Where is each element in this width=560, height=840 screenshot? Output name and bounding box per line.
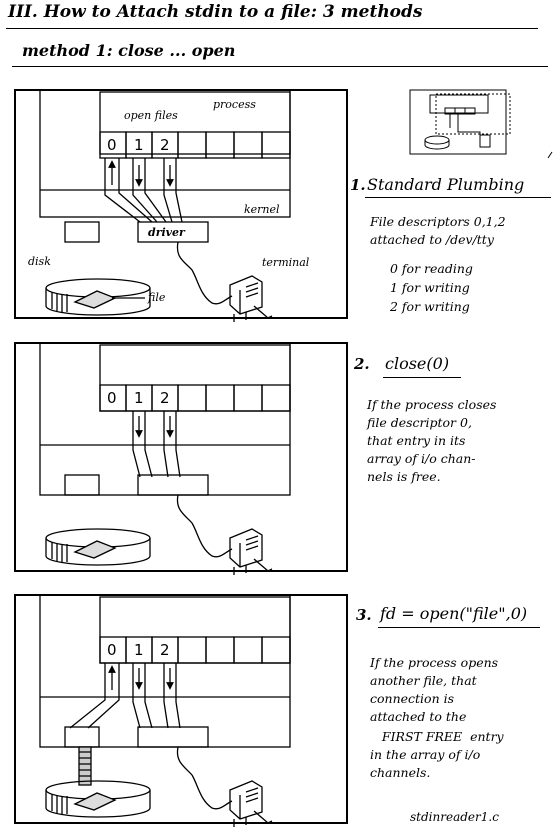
step-title-rule xyxy=(378,627,540,628)
step-description-line: File descriptors 0,1,2 xyxy=(370,214,506,229)
step-description-line: another file, that xyxy=(370,673,477,688)
terminal-icon xyxy=(229,275,273,322)
step-description-line: 1 for writing xyxy=(390,280,470,295)
terminal-icon xyxy=(229,780,273,827)
method-rule xyxy=(12,66,548,67)
open-files-label: open files xyxy=(124,109,178,122)
thumbnail-icon xyxy=(409,89,553,159)
fd-label-0: 0 xyxy=(107,641,117,659)
step-description-line: 2 for writing xyxy=(390,299,470,314)
step-title: close(0) xyxy=(385,354,450,373)
step-number: 2. xyxy=(354,355,370,373)
terminal-icon xyxy=(229,528,273,575)
step-description-line: If the process opens xyxy=(370,655,499,670)
fd-label-0: 0 xyxy=(107,136,117,154)
terminal-label: terminal xyxy=(262,256,310,269)
step-description-line: attached to /dev/tty xyxy=(370,232,494,247)
disk-icon xyxy=(45,780,151,818)
fd-label-0: 0 xyxy=(107,389,117,407)
step-title-rule xyxy=(383,377,461,378)
driver-label: driver xyxy=(148,226,185,239)
fd-label-1: 1 xyxy=(134,641,144,659)
step-title: Standard Plumbing xyxy=(367,175,525,194)
footer-filename: stdinreader1.c xyxy=(410,810,499,824)
fd-label-1: 1 xyxy=(134,136,144,154)
step-description-line: 0 for reading xyxy=(390,261,473,276)
step-description-line: in the array of i/o xyxy=(370,747,481,762)
disk-label: disk xyxy=(28,255,51,268)
step-number: 3. xyxy=(356,606,372,624)
fd-label-2: 2 xyxy=(160,389,170,407)
fd-label-2: 2 xyxy=(160,641,170,659)
disk-icon xyxy=(45,278,151,316)
process-label: process xyxy=(213,98,256,111)
disk-icon xyxy=(45,528,151,566)
step-description-line: channels. xyxy=(370,765,431,780)
method-heading: method 1: close ... open xyxy=(22,41,236,60)
step-description-line: file descriptor 0, xyxy=(367,415,472,430)
page-title: III. How to Attach stdin to a file: 3 me… xyxy=(8,2,423,22)
step-number: 1. xyxy=(350,176,366,194)
process-box xyxy=(99,91,291,155)
step-description-line: FIRST FREE entry xyxy=(370,729,504,744)
step-description-line: If the process closes xyxy=(367,397,497,412)
step-description-line: that entry in its xyxy=(367,433,466,448)
panel-close xyxy=(14,342,348,575)
panel-open xyxy=(14,594,348,827)
step-description-line: nels is free. xyxy=(367,469,441,484)
step-title: fd = open("file",0) xyxy=(380,604,528,623)
driver-box xyxy=(137,221,209,243)
step-title-rule xyxy=(365,197,551,198)
step-description-line: connection is xyxy=(370,691,455,706)
panel-standard-plumbing xyxy=(14,89,348,322)
kernel-label: kernel xyxy=(244,203,280,216)
title-rule xyxy=(6,28,538,29)
file-label: file xyxy=(148,291,166,304)
fd-label-2: 2 xyxy=(160,136,170,154)
fd-label-1: 1 xyxy=(134,389,144,407)
step-description-line: array of i/o chan- xyxy=(367,451,476,466)
step-description-line: attached to the xyxy=(370,709,467,724)
